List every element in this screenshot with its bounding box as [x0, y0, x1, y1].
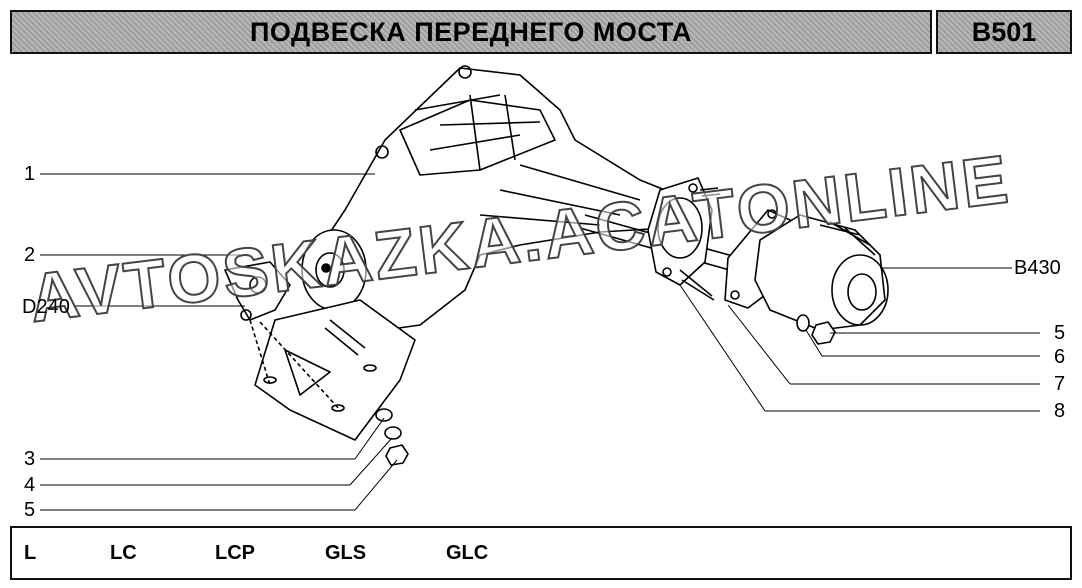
version-lcp: LCP [215, 542, 255, 564]
callout-5-left: 5 [24, 499, 36, 521]
callout-b430: B430 [1014, 257, 1061, 279]
nut-5-left [385, 444, 409, 466]
version-glc: GLC [446, 542, 489, 564]
washer-3 [375, 408, 393, 422]
nut-5-right [811, 321, 836, 345]
code-box: B501 [936, 10, 1072, 54]
title-bar: ПОДВЕСКА ПЕРЕДНЕГО МОСТА [10, 10, 932, 54]
mount-bracket [224, 261, 291, 321]
exploded-diagram: AVTOSKAZKA.ACATONLINE 1 2 D240 3 4 5 B43… [0, 60, 1082, 522]
callout-3: 3 [24, 448, 36, 470]
callout-2: 2 [24, 244, 36, 266]
page-code: B501 [971, 16, 1037, 47]
drive-flange [754, 214, 886, 331]
callout-d240: D240 [22, 296, 70, 318]
version-footer: L LC LCP GLS GLC [10, 526, 1072, 580]
callout-7: 7 [1054, 373, 1066, 395]
parts-drawing [40, 65, 1040, 511]
circlip-4 [384, 426, 402, 440]
mount-ring [647, 177, 713, 286]
version-lc: LC [110, 542, 137, 564]
callout-1: 1 [24, 163, 36, 185]
callout-5-right: 5 [1054, 322, 1066, 344]
version-gls: GLS [325, 542, 367, 564]
version-l: L [24, 542, 37, 564]
bracket-plate [254, 299, 416, 441]
callout-6: 6 [1054, 346, 1066, 368]
page-title: ПОДВЕСКА ПЕРЕДНЕГО МОСТА [249, 16, 692, 47]
callout-8: 8 [1054, 400, 1066, 422]
washer-6 [796, 314, 810, 332]
callout-4: 4 [24, 474, 36, 496]
